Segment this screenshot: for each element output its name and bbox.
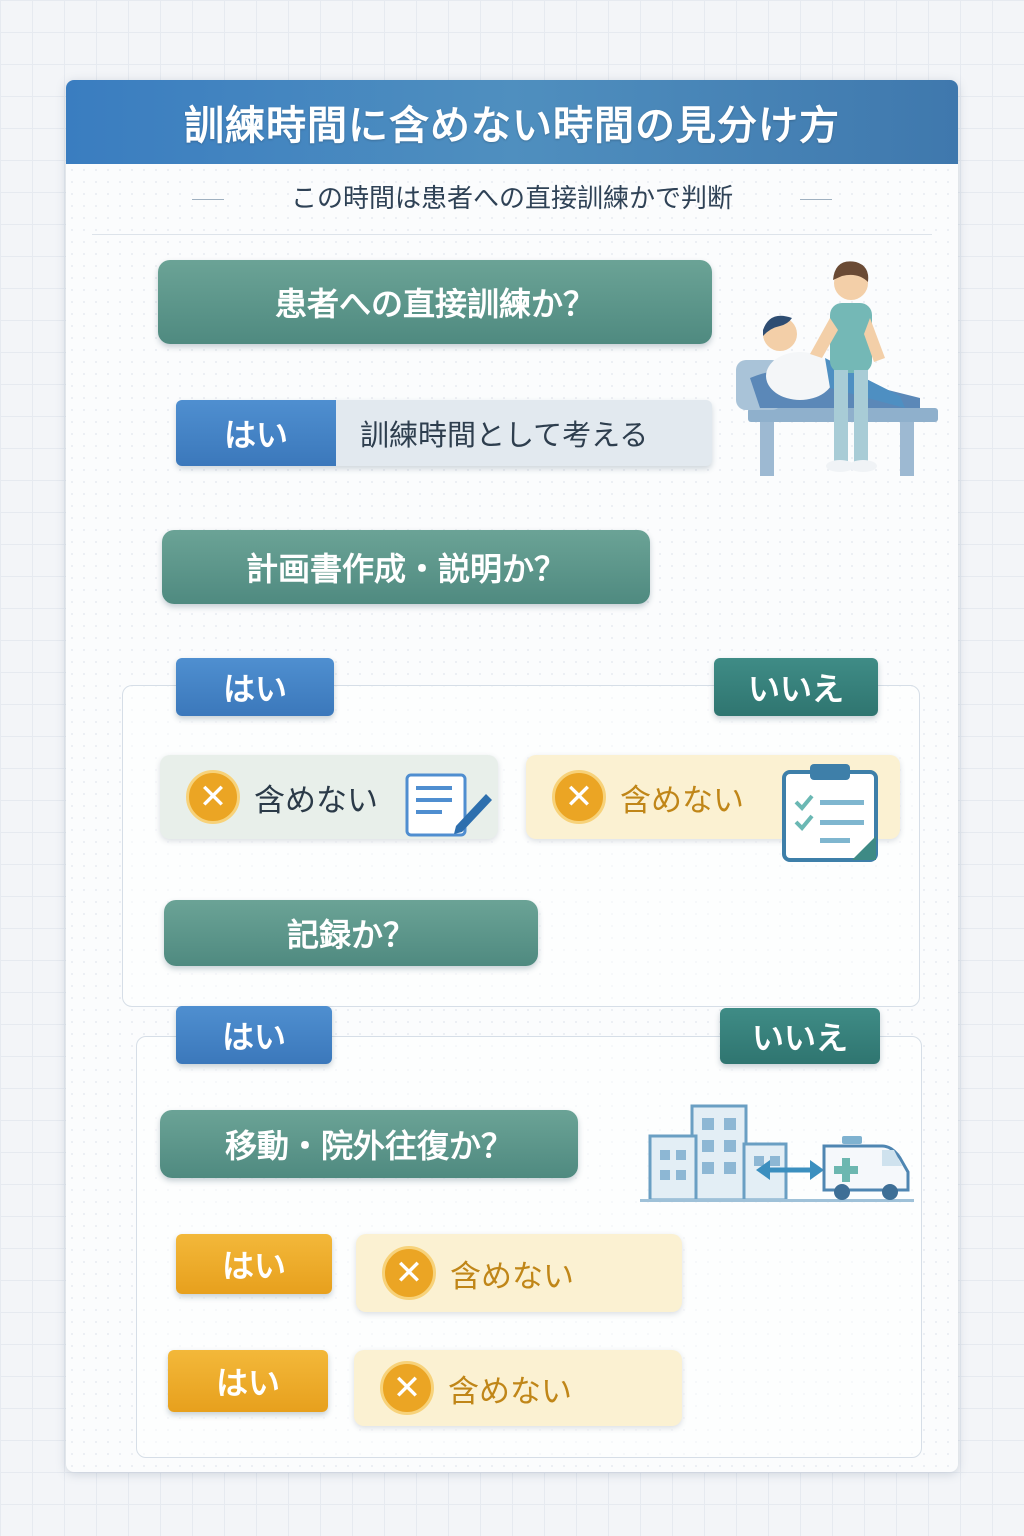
clipboard-checklist-icon <box>782 764 878 862</box>
no-label: いいえ <box>720 1008 880 1064</box>
result-text: 含めない <box>254 782 378 819</box>
result-exclude: ✕ 含めない <box>354 1350 682 1426</box>
subtitle-rule-left <box>192 199 224 200</box>
yes-label: はい <box>176 1006 332 1064</box>
x-circle-icon: ✕ <box>380 1361 434 1415</box>
yes-result-row: はい 訓練時間として考える <box>176 400 712 466</box>
question-plan-document: 計画書作成・説明か？ <box>162 530 650 604</box>
question-record: 記録か？ <box>164 900 538 966</box>
question-transport: 移動・院外往復か？ <box>160 1110 578 1178</box>
yes-label-orange: はい <box>168 1350 328 1412</box>
yes-label-orange: はい <box>176 1234 332 1294</box>
subtitle: この時間は患者への直接訓練かで判断 <box>290 184 733 214</box>
yes-label: はい <box>176 658 334 716</box>
x-circle-icon: ✕ <box>186 770 240 824</box>
x-circle-icon: ✕ <box>382 1246 436 1300</box>
document-pen-icon <box>405 773 492 837</box>
question-direct-training: 患者への直接訓練か？ <box>158 260 712 344</box>
divider <box>92 234 932 235</box>
ambulance-icon <box>822 1136 910 1200</box>
subtitle-rule-right <box>800 199 832 200</box>
result-exclude: ✕ 含めない <box>356 1234 682 1312</box>
page-title: 訓練時間に含めない時間の見分け方 <box>66 80 958 164</box>
result-text: 含めない <box>620 782 744 819</box>
result-text: 含めない <box>450 1258 574 1295</box>
x-circle-icon: ✕ <box>552 770 606 824</box>
yes-label: はい <box>176 400 336 466</box>
training-time-result: 訓練時間として考える <box>360 418 649 452</box>
no-label: いいえ <box>714 658 878 716</box>
hospital-building-icon <box>640 1104 914 1202</box>
result-text: 含めない <box>448 1373 572 1410</box>
therapist-patient-illustration <box>736 261 938 476</box>
